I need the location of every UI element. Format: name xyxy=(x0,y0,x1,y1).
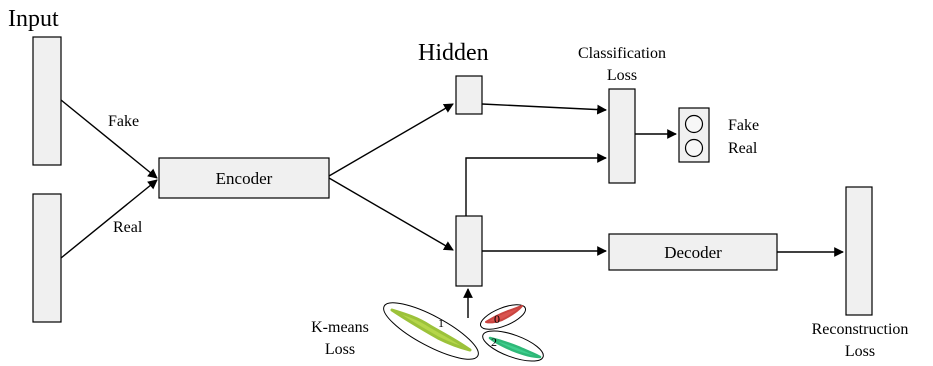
hidden-bottom-to-classifier-arrow xyxy=(465,153,607,216)
classification-loss-label-line2: Loss xyxy=(607,67,637,84)
reconstruction-loss-label-line2: Loss xyxy=(845,343,875,360)
input-fake-bar xyxy=(32,36,62,166)
classification-loss-label-line1: Classification xyxy=(578,45,666,62)
output-fake-label: Fake xyxy=(728,117,759,134)
input-real-bar xyxy=(32,193,62,323)
encoder-label: Encoder xyxy=(216,169,273,188)
decoder-block xyxy=(608,233,778,271)
fake-input-label: Fake xyxy=(108,113,139,130)
kmeans-loss-label-line2: Loss xyxy=(325,341,355,358)
real-to-encoder-arrow xyxy=(60,179,158,259)
hidden-bottom-bar xyxy=(455,215,483,287)
hidden-top-bar xyxy=(455,75,483,115)
hidden-title: Hidden xyxy=(418,40,489,66)
cluster-2-label: 2 xyxy=(491,335,497,349)
cluster-1-ellipse xyxy=(383,302,479,360)
cluster-2-ellipse xyxy=(482,330,544,362)
fake-to-encoder-arrow xyxy=(60,99,158,179)
reconstruction-bar xyxy=(845,186,873,316)
cluster-1-label: 1 xyxy=(438,316,444,330)
kmeans-loss-label-line1: K-means xyxy=(311,319,369,336)
input-title: Input xyxy=(8,6,59,32)
reconstruction-loss-label-line1: Reconstruction xyxy=(812,321,909,338)
cluster-0-ellipse xyxy=(479,304,527,330)
output-real-node xyxy=(684,138,704,158)
hidden-top-to-classifier-arrow xyxy=(481,103,607,115)
cluster-0-label: 0 xyxy=(494,312,500,326)
classifier-bar xyxy=(608,88,636,184)
encoder-to-hidden-bottom-arrow xyxy=(328,177,454,251)
decoder-label: Decoder xyxy=(664,243,722,262)
encoder-to-hidden-top-arrow xyxy=(328,103,454,177)
output-real-label: Real xyxy=(728,140,758,157)
real-input-label: Real xyxy=(113,219,143,236)
encoder-block xyxy=(158,157,330,199)
output-fake-node xyxy=(684,114,704,134)
